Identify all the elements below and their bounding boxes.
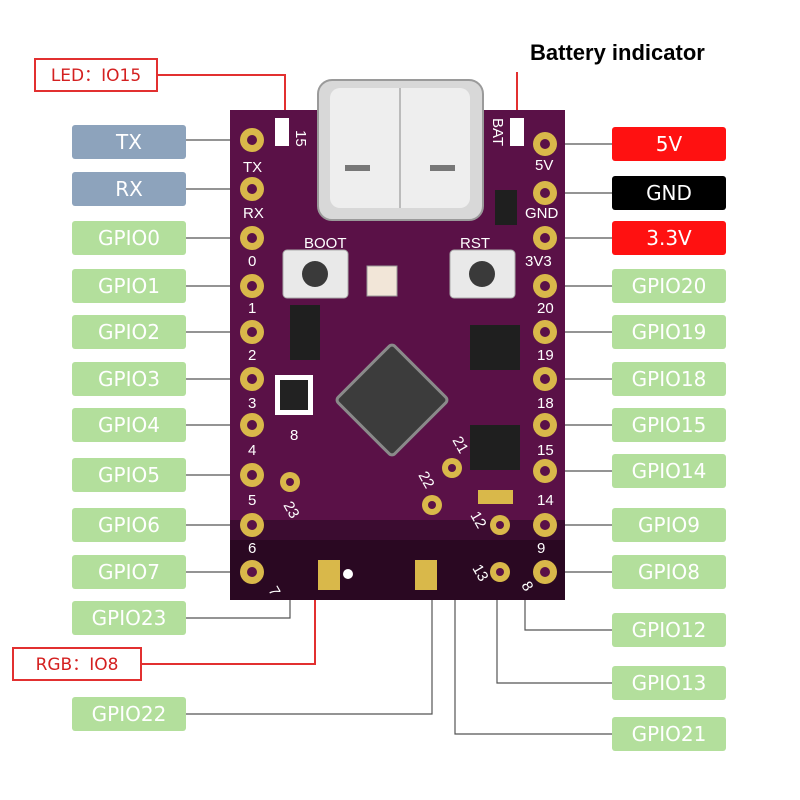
label-gpio13: GPIO13	[612, 666, 726, 700]
silk-right-6: 18	[537, 395, 554, 412]
battery-indicator-title: Battery indicator	[530, 40, 705, 65]
silk-left-6: 3	[248, 395, 256, 412]
label-gpio0: GPIO0	[72, 221, 186, 255]
label-gpio18: GPIO18	[612, 362, 726, 396]
silk-left-1: TX	[243, 159, 262, 176]
label-gpio6: GPIO6	[72, 508, 186, 542]
silk-left-3: 0	[248, 253, 256, 270]
label-gpio1: GPIO1	[72, 269, 186, 303]
led-callout: LED：IO15	[34, 58, 158, 92]
silk-left-4: 1	[248, 300, 256, 317]
label-gpio12: GPIO12	[612, 613, 726, 647]
silk-inner-5: 13	[469, 562, 492, 585]
label-gpio15: GPIO15	[612, 408, 726, 442]
silk-left-0: 15	[292, 130, 309, 147]
silk-left-7: 4	[248, 442, 256, 459]
label-tx: TX	[72, 125, 186, 159]
silk-inner-4: 12	[467, 509, 490, 532]
label-gpio23: GPIO23	[72, 601, 186, 635]
silk-inner-2: 22	[415, 469, 438, 492]
silk-inner-3: 21	[449, 434, 472, 457]
leader-lines	[185, 139, 612, 735]
silk-left-5: 2	[248, 347, 256, 364]
bat-led	[510, 118, 524, 146]
led-15	[275, 118, 289, 146]
silk-right-5: 19	[537, 347, 554, 364]
label-gnd: GND	[612, 176, 726, 210]
label-gpio7: GPIO7	[72, 555, 186, 589]
silk-right-4: 20	[537, 300, 554, 317]
silk-right-1: 5V	[535, 157, 553, 174]
label-3v3: 3.3V	[612, 221, 726, 255]
silk-right-0: BAT	[489, 118, 506, 146]
label-5v: 5V	[612, 127, 726, 161]
silk-right-2: GND	[525, 205, 559, 222]
label-gpio5: GPIO5	[72, 458, 186, 492]
regulator	[290, 305, 320, 360]
label-gpio3: GPIO3	[72, 362, 186, 396]
rgb-callout: RGB：IO8	[12, 647, 142, 681]
label-rx: RX	[72, 172, 186, 206]
label-gpio21: GPIO21	[612, 717, 726, 751]
silk-boot: BOOT	[304, 235, 347, 252]
label-gpio9: GPIO9	[612, 508, 726, 542]
silk-rst: RST	[460, 235, 490, 252]
silk-left-9: 6	[248, 540, 256, 557]
silk-right-8: 14	[537, 492, 554, 509]
label-gpio8: GPIO8	[612, 555, 726, 589]
silk-inner-0: 8	[290, 427, 298, 444]
silk-left-8: 5	[248, 492, 256, 509]
silk-right-3: 3V3	[525, 253, 552, 270]
silk-left-2: RX	[243, 205, 264, 222]
esp32-chip	[335, 343, 449, 457]
label-gpio4: GPIO4	[72, 408, 186, 442]
label-gpio14: GPIO14	[612, 454, 726, 488]
label-gpio22: GPIO22	[72, 697, 186, 731]
silk-right-7: 15	[537, 442, 554, 459]
label-gpio2: GPIO2	[72, 315, 186, 349]
silk-inner-1: 23	[280, 499, 303, 522]
label-gpio19: GPIO19	[612, 315, 726, 349]
silk-right-9: 9	[537, 540, 545, 557]
label-gpio20: GPIO20	[612, 269, 726, 303]
